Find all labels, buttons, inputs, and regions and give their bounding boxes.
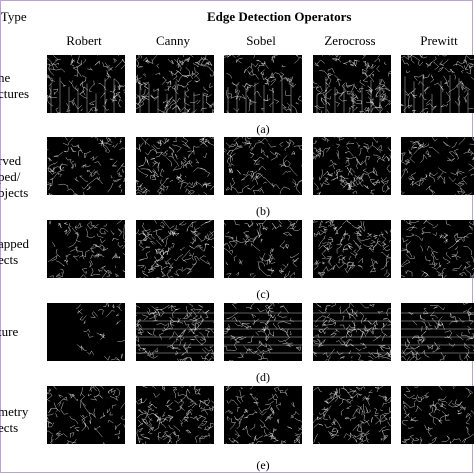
edge-image-c-robert xyxy=(47,220,125,278)
edge-image-d-sobel xyxy=(224,303,302,361)
operator-header-prewitt: Prewitt xyxy=(420,33,458,48)
operator-header-sobel: Sobel xyxy=(246,33,276,48)
edge-image-c-prewitt xyxy=(401,220,474,278)
edge-image-b-zerocross xyxy=(313,137,391,195)
edge-image-e-canny xyxy=(136,386,214,444)
edge-image-d-zerocross xyxy=(313,303,391,361)
edge-image-e-zerocross xyxy=(313,386,391,444)
operators-group-title: Edge Detection Operators xyxy=(207,9,352,24)
edge-image-d-prewitt xyxy=(401,303,474,361)
edge-image-d-robert xyxy=(47,303,125,361)
edge-image-a-canny xyxy=(136,55,214,113)
edge-image-b-prewitt xyxy=(401,137,474,195)
operator-header-zerocross: Zerocross xyxy=(324,33,376,48)
edge-image-e-robert xyxy=(47,386,125,444)
edge-image-e-prewitt xyxy=(401,386,474,444)
row-caption-d: (d) xyxy=(256,370,270,384)
row-label-d: ture xyxy=(0,324,19,339)
column-type-header: e Type xyxy=(0,9,27,24)
edge-image-e-sobel xyxy=(224,386,302,444)
edge-image-c-sobel xyxy=(224,220,302,278)
row-caption-e: (e) xyxy=(256,458,270,472)
edge-image-b-sobel xyxy=(224,137,302,195)
edge-image-a-robert xyxy=(47,55,125,113)
operator-header-robert: Robert xyxy=(66,33,102,48)
edge-image-b-canny xyxy=(136,137,214,195)
row-caption-c: (c) xyxy=(256,287,270,301)
row-caption-a: (a) xyxy=(256,122,270,136)
edge-image-d-canny xyxy=(136,303,214,361)
operator-header-canny: Canny xyxy=(156,33,190,48)
row-caption-b: (b) xyxy=(256,204,270,218)
edge-image-a-sobel xyxy=(224,55,302,113)
edge-image-b-robert xyxy=(47,137,125,195)
edge-image-a-prewitt xyxy=(401,55,474,113)
edge-image-c-zerocross xyxy=(313,220,391,278)
edge-image-a-zerocross xyxy=(313,55,391,113)
edge-image-c-canny xyxy=(136,220,214,278)
